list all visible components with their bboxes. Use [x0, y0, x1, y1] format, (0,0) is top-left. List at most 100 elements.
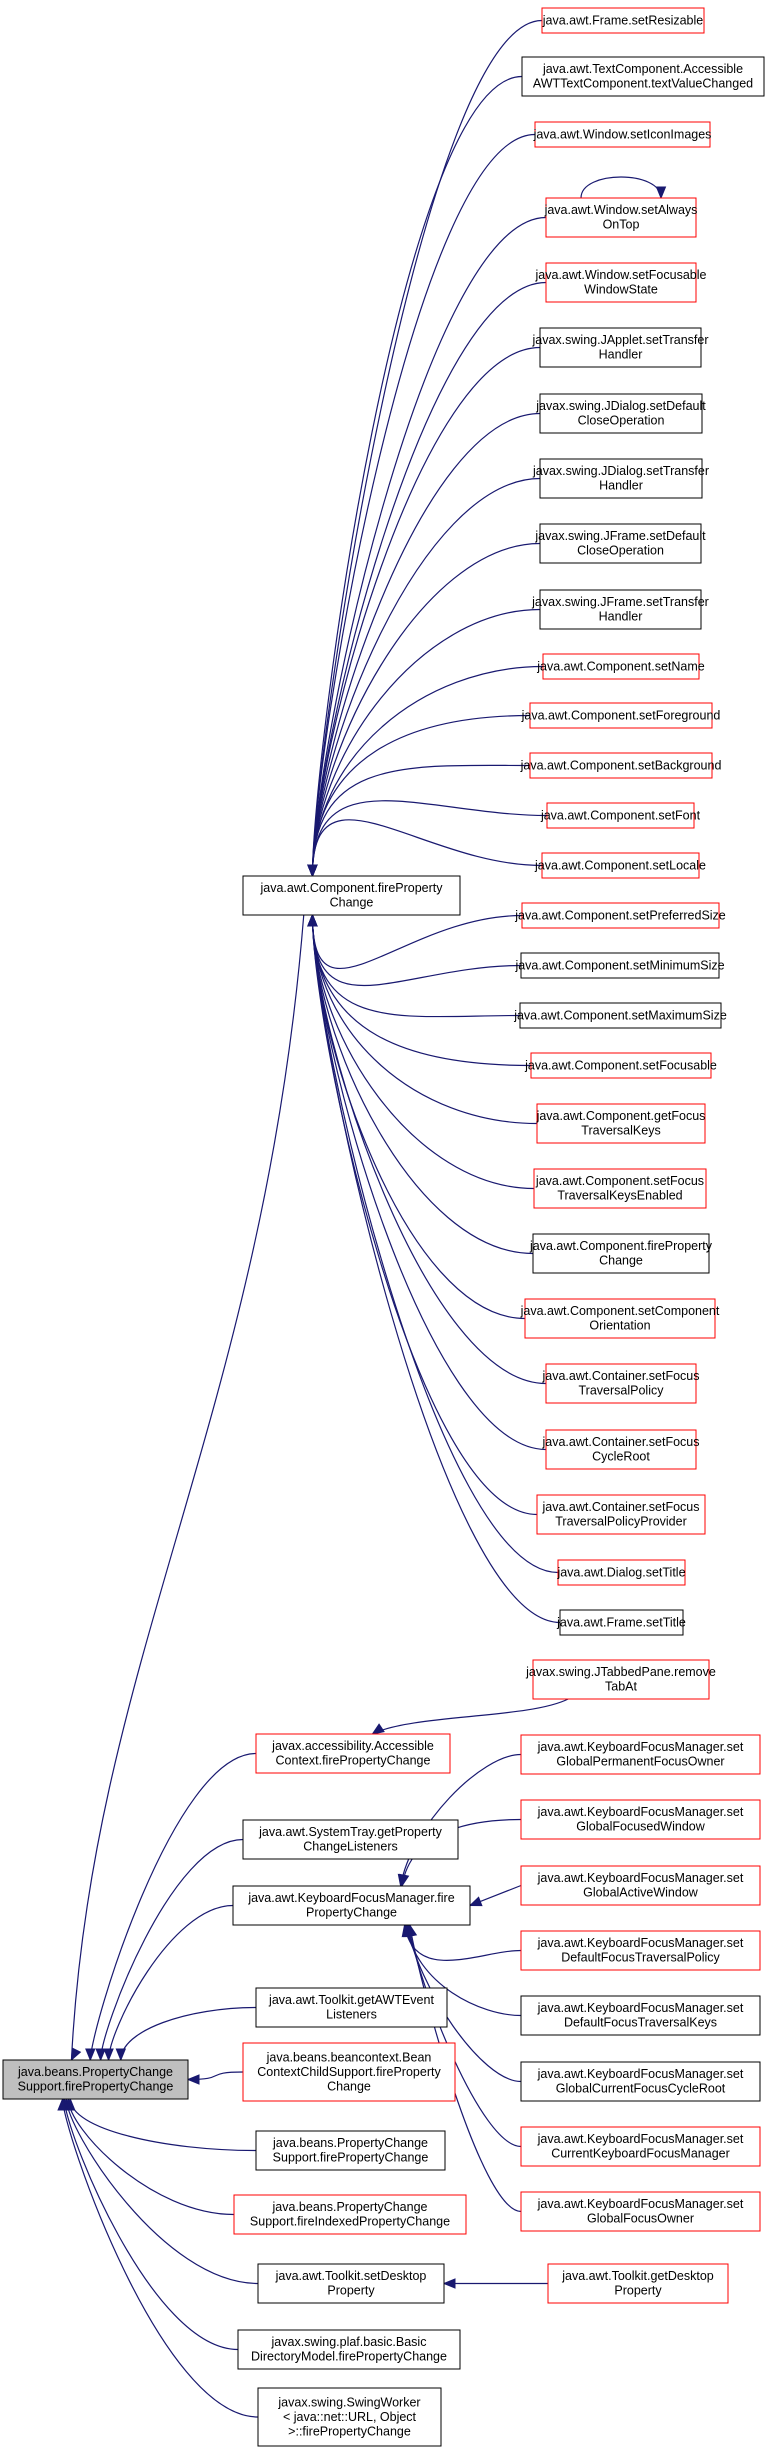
- node-k7[interactable]: java.awt.KeyboardFocusManager.setCurrent…: [520, 2126, 761, 2167]
- node-c12[interactable]: java.awt.Component.setForeground: [521, 702, 721, 729]
- node-label-line: javax.swing.JTabbedPane.remove: [525, 1665, 716, 1679]
- node-box: [529, 752, 713, 779]
- node-c21[interactable]: java.awt.Component.setFocusTraversalKeys…: [533, 1168, 707, 1209]
- node-box: [539, 327, 702, 368]
- node-c17[interactable]: java.awt.Component.setMinimumSize: [514, 952, 725, 979]
- node-c2[interactable]: java.awt.TextComponent.AccessibleAWTText…: [521, 56, 765, 97]
- node-c3[interactable]: java.awt.Window.setIconImages: [533, 121, 712, 148]
- node-label-line: Context.firePropertyChange: [276, 1754, 431, 1768]
- node-pcs2[interactable]: java.beans.PropertyChangeSupport.firePro…: [255, 2130, 446, 2171]
- node-k6[interactable]: java.awt.KeyboardFocusManager.setGlobalC…: [520, 2061, 761, 2102]
- node-label-line: java.awt.Container.setFocus: [541, 1500, 699, 1514]
- node-box: [233, 2194, 467, 2235]
- node-c22[interactable]: java.awt.Component.firePropertyChange: [529, 1233, 713, 1274]
- edge: [107, 1904, 234, 2061]
- node-label-line: java.beans.PropertyChange: [272, 2200, 428, 2214]
- node-c24[interactable]: java.awt.Container.setFocusTraversalPoli…: [541, 1363, 700, 1404]
- edge-line: [311, 764, 531, 877]
- node-c13[interactable]: java.awt.Component.setBackground: [520, 752, 722, 779]
- node-c9[interactable]: javax.swing.JFrame.setDefaultCloseOperat…: [534, 523, 706, 564]
- node-k1[interactable]: java.awt.KeyboardFocusManager.setGlobalP…: [520, 1734, 761, 1775]
- node-systray[interactable]: java.awt.SystemTray.getPropertyChangeLis…: [242, 1819, 459, 1860]
- node-acc[interactable]: javax.accessibility.AccessibleContext.fi…: [255, 1733, 451, 1774]
- edge: [67, 2098, 235, 2216]
- node-k5[interactable]: java.awt.KeyboardFocusManager.setDefault…: [520, 1995, 761, 2036]
- edge-line: [403, 1924, 522, 1961]
- node-label-line: GlobalFocusOwner: [587, 2212, 694, 2226]
- node-c16[interactable]: java.awt.Component.setPreferredSize: [514, 902, 726, 929]
- node-c11[interactable]: java.awt.Component.setName: [536, 653, 705, 680]
- node-label-line: java.awt.Frame.setResizable: [542, 13, 704, 27]
- node-box: [539, 523, 702, 564]
- edge-line: [311, 914, 535, 1190]
- node-label-line: java.awt.Container.setFocus: [541, 1369, 699, 1383]
- node-c27[interactable]: java.awt.Dialog.setTitle: [556, 1559, 686, 1586]
- node-k4[interactable]: java.awt.KeyboardFocusManager.setDefault…: [520, 1930, 761, 1971]
- node-label-line: Handler: [599, 348, 643, 362]
- node-root[interactable]: java.beans.PropertyChangeSupport.firePro…: [2, 2059, 189, 2100]
- node-box: [532, 1233, 710, 1274]
- node-label-line: Handler: [599, 479, 643, 493]
- node-box: [519, 1002, 722, 1029]
- edge-line: [311, 914, 561, 1624]
- node-box: [534, 121, 711, 148]
- node-box: [255, 1987, 448, 2028]
- edge-line: [311, 914, 521, 1018]
- node-label-line: java.awt.Window.setFocusable: [535, 268, 707, 282]
- node-box: [533, 1168, 707, 1209]
- node-c26[interactable]: java.awt.Container.setFocusTraversalPoli…: [536, 1494, 706, 1535]
- node-c19[interactable]: java.awt.Component.setFocusable: [524, 1052, 717, 1079]
- node-cfpc[interactable]: java.awt.Component.firePropertyChange: [242, 875, 461, 916]
- node-c14[interactable]: java.awt.Component.setFont: [540, 802, 701, 829]
- node-box: [520, 1734, 761, 1775]
- node-label-line: java.awt.Container.setFocus: [541, 1435, 699, 1449]
- node-sw[interactable]: javax.swing.SwingWorker< java::net::URL,…: [257, 2387, 442, 2447]
- edge-line: [372, 1698, 569, 1735]
- edge: [100, 1838, 244, 2061]
- node-box: [547, 2263, 729, 2304]
- edge-line: [89, 1752, 257, 2061]
- node-label-line: CycleRoot: [592, 1450, 650, 1464]
- node-box: [539, 393, 703, 434]
- node-c1[interactable]: java.awt.Frame.setResizable: [541, 7, 705, 34]
- node-label-line: java.awt.Toolkit.setDesktop: [275, 2269, 427, 2283]
- node-pcsidx[interactable]: java.beans.PropertyChangeSupport.fireInd…: [233, 2194, 467, 2235]
- node-c15[interactable]: java.awt.Component.setLocale: [534, 852, 706, 879]
- edge-arrowhead: [406, 1923, 418, 1938]
- edge-line: [311, 914, 522, 987]
- edge: [311, 764, 531, 877]
- node-label-line: java.awt.Toolkit.getAWTEvent: [268, 1993, 434, 2007]
- node-label-line: java.awt.Window.setIconImages: [533, 127, 712, 141]
- node-c28[interactable]: java.awt.Frame.setTitle: [556, 1609, 686, 1636]
- node-label-line: java.awt.Component.setPreferredSize: [514, 908, 726, 922]
- node-kfm[interactable]: java.awt.KeyboardFocusManager.fireProper…: [232, 1885, 471, 1926]
- edge-line: [311, 800, 548, 877]
- edge-line: [311, 542, 541, 877]
- node-bdm[interactable]: javax.swing.plaf.basic.BasicDirectoryMod…: [237, 2329, 461, 2370]
- node-c7[interactable]: javax.swing.JDialog.setDefaultCloseOpera…: [535, 393, 706, 434]
- node-k2[interactable]: java.awt.KeyboardFocusManager.setGlobalF…: [520, 1799, 761, 1840]
- edge-line: [311, 665, 544, 877]
- node-k3[interactable]: java.awt.KeyboardFocusManager.setGlobalA…: [520, 1865, 761, 1906]
- node-label-line: java.awt.KeyboardFocusManager.set: [537, 1936, 744, 1950]
- node-c18[interactable]: java.awt.Component.setMaximumSize: [513, 1002, 727, 1029]
- node-box: [520, 1930, 761, 1971]
- node-k8[interactable]: java.awt.KeyboardFocusManager.setGlobalF…: [520, 2191, 761, 2232]
- edge: [311, 133, 536, 877]
- edge-line: [70, 914, 305, 2061]
- edge: [311, 914, 547, 1385]
- edge-line: [311, 914, 547, 1451]
- node-bccs[interactable]: java.beans.beancontext.BeanContextChildS…: [242, 2042, 456, 2102]
- node-c23[interactable]: java.awt.Component.setComponentOrientati…: [520, 1298, 720, 1339]
